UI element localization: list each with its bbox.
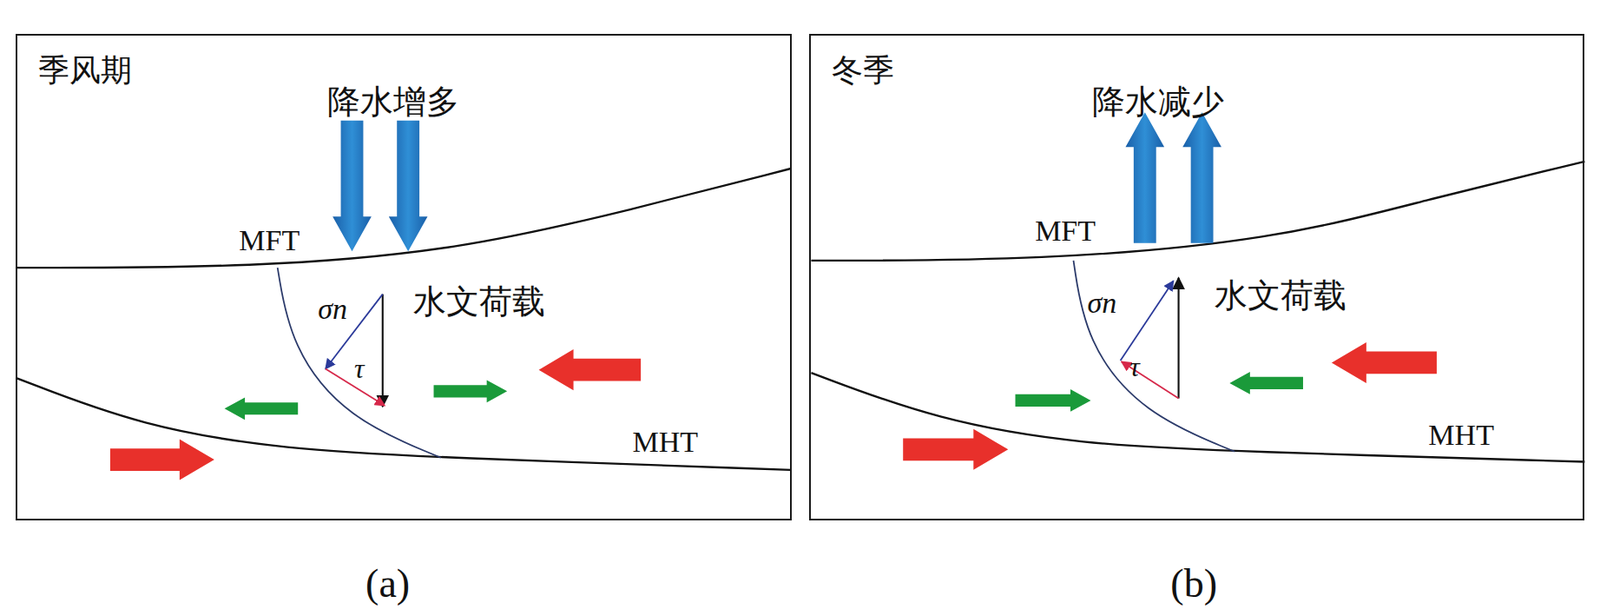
load-label: 水文荷载 <box>413 283 546 321</box>
rain-arrow <box>388 120 428 252</box>
splay-fault <box>1073 260 1236 452</box>
rain-label: 降水减少 <box>1092 84 1225 121</box>
fault-name: MHT <box>1428 418 1495 451</box>
fault-name: MHT <box>632 425 699 458</box>
red-arrow <box>1331 342 1437 383</box>
normal-stress-vector <box>1120 280 1174 361</box>
rain-arrow <box>1125 111 1165 244</box>
fault-name: MFT <box>1034 214 1096 247</box>
load-vector <box>1178 277 1180 399</box>
fault-name: MFT <box>238 224 300 257</box>
red-arrow <box>902 428 1008 470</box>
load-vector <box>381 294 384 407</box>
rain-arrow <box>1182 111 1222 244</box>
stress-symbol: τ <box>1129 352 1140 383</box>
green-arrow <box>1015 388 1092 412</box>
green-arrow <box>434 379 508 402</box>
green-arrow <box>224 396 299 420</box>
stress-symbol: σn <box>317 292 348 325</box>
red-arrow <box>110 439 215 481</box>
green-arrow <box>1229 371 1304 395</box>
red-arrow <box>539 348 642 390</box>
rain-label: 降水增多 <box>327 84 460 121</box>
panel-title: 季风期 <box>38 52 132 88</box>
panel-caption: (a) <box>365 561 410 606</box>
panel-title: 冬季 <box>831 52 895 88</box>
stress-symbol: τ <box>354 354 364 385</box>
rain-arrow <box>332 120 372 252</box>
load-label: 水文荷载 <box>1214 277 1347 315</box>
panel-caption: (b) <box>1170 561 1218 606</box>
stress-symbol: σn <box>1087 286 1118 319</box>
